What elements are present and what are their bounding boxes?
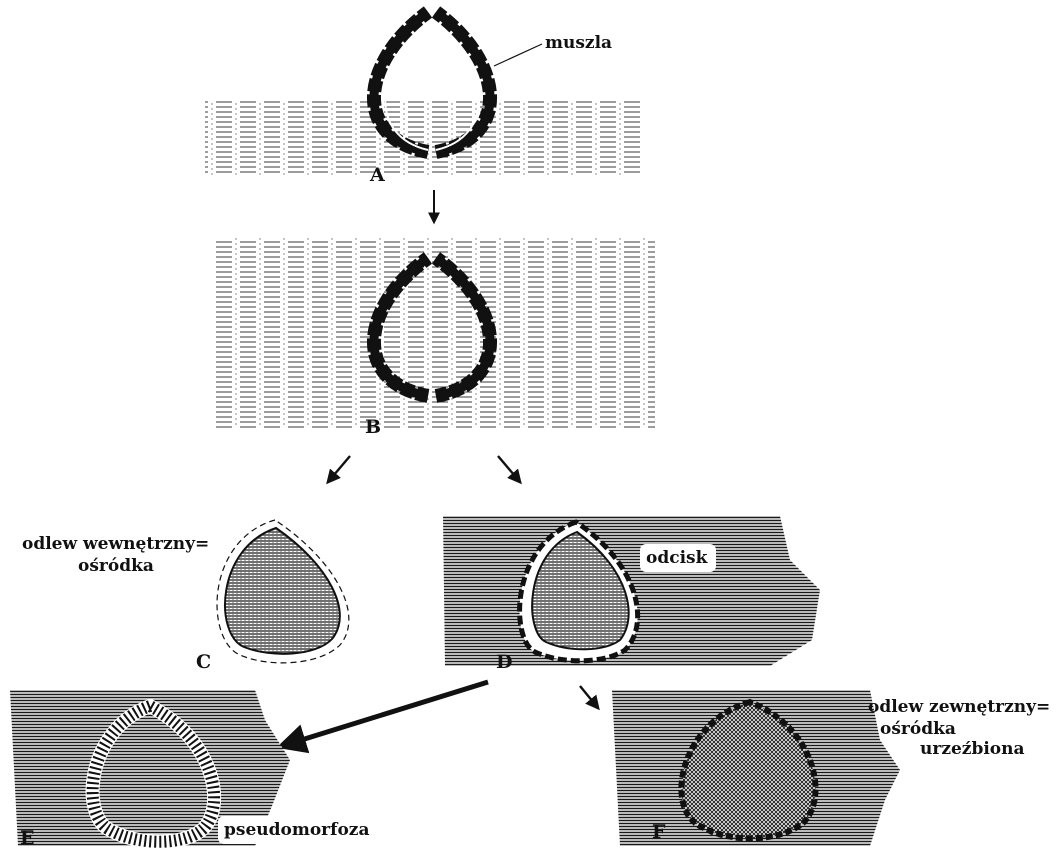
step-b-letter: B [365,416,381,438]
arrow-d-to-e [282,682,488,746]
external-mold-label-line3: urzeźbiona [920,739,1025,759]
internal-mold-label-line1: odlew wewnętrzny= [22,534,209,554]
sediment-layer-b [215,238,655,428]
step-e-letter: E [20,827,34,849]
sediment-layer-a [205,100,643,176]
arrow-b-to-d [498,456,520,482]
step-f-letter: F [652,821,666,843]
panel-a: muszla A [205,12,643,186]
shell-label: muszla [545,33,612,53]
step-c-letter: C [196,651,211,673]
panel-c: odlew wewnętrzny= ośródka C [22,520,349,673]
shell-pointer-line [494,44,542,66]
panel-b: B [215,238,655,438]
internal-mold-label-line2: ośródka [78,556,154,576]
imprint-label: odcisk [646,548,709,568]
step-d-letter: D [496,651,512,673]
internal-mold-cast [225,528,340,654]
panel-e: pseudomorfoza E [10,690,369,849]
step-a-letter: A [369,164,385,186]
arrow-d-to-f [580,686,598,708]
panel-f: odlew zewnętrzny= ośródka urzeźbiona F [612,690,1050,846]
external-mold-label-line2: ośródka [880,719,956,739]
pseudomorph-label: pseudomorfoza [224,820,369,840]
external-mold-label-line1: odlew zewnętrzny= [868,697,1050,717]
arrow-b-to-c [328,456,350,482]
panel-d: odcisk D [443,516,820,673]
